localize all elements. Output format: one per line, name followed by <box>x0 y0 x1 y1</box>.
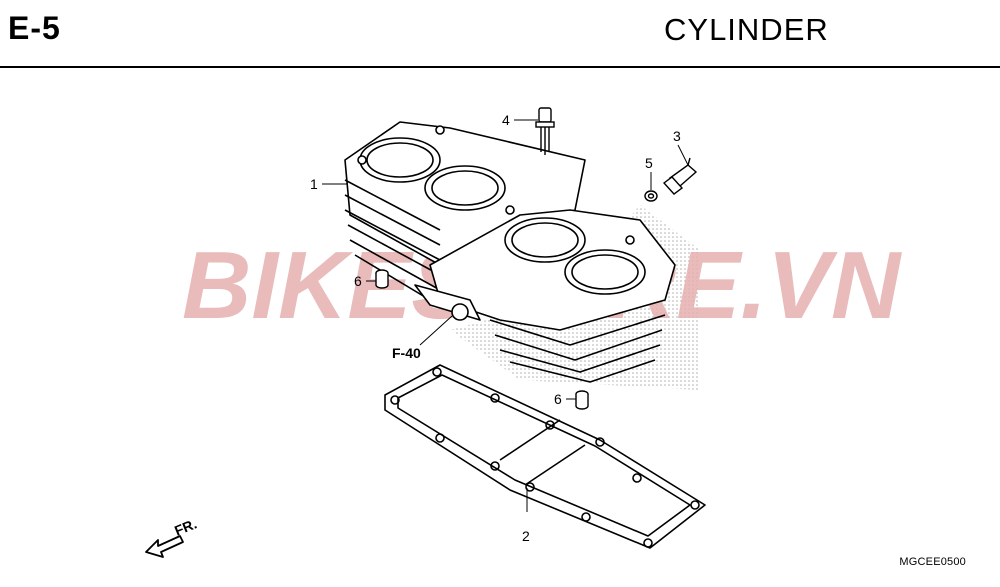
front-arrow-icon <box>145 535 184 558</box>
diagram-code: E-5 <box>8 10 61 46</box>
leader-lines <box>322 119 689 512</box>
washer-part <box>644 190 658 202</box>
sensor-part <box>662 157 698 195</box>
dowel-pin-lower <box>575 390 589 410</box>
callout-6-upper: 6 <box>354 273 362 289</box>
callout-2: 2 <box>522 528 530 544</box>
bolt-part <box>535 107 555 155</box>
callout-5: 5 <box>645 155 653 171</box>
reference-code: MGCEE0500 <box>899 556 966 568</box>
callout-1: 1 <box>310 176 318 192</box>
dowel-pin-upper <box>375 269 389 289</box>
callout-4: 4 <box>502 112 510 128</box>
cylinder-block <box>344 121 676 383</box>
see-reference-f40: F-40 <box>392 345 421 361</box>
header-divider <box>0 66 1000 68</box>
front-label: FR. <box>172 515 199 538</box>
diagram-title: CYLINDER <box>664 12 829 47</box>
gasket-part <box>384 364 706 549</box>
callout-6-lower: 6 <box>554 391 562 407</box>
front-indicator: FR. <box>145 515 199 558</box>
callout-3: 3 <box>673 128 681 144</box>
see-reference-leader <box>419 315 453 346</box>
